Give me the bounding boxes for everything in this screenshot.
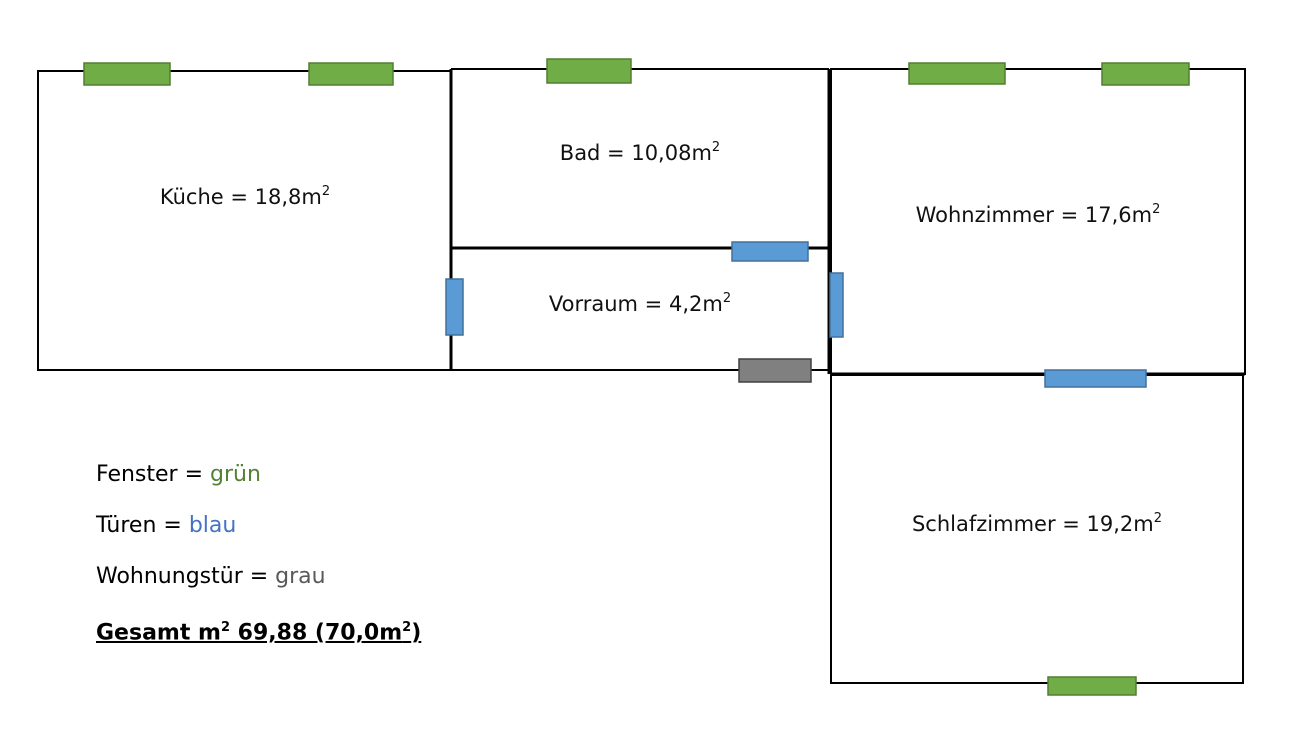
total-mid: 69,88 (70,0m — [230, 620, 403, 646]
room-label-schlafzimmer: Schlafzimmer = 19,2m2 — [912, 511, 1162, 536]
legend-total: Gesamt m2 69,88 (70,0m2) — [96, 615, 421, 646]
door-bad — [731, 241, 809, 262]
windows — [83, 58, 1190, 696]
window-wohnzimmer-1 — [908, 62, 1006, 85]
door-kueche — [445, 278, 464, 336]
window-wohnzimmer-2 — [1101, 62, 1190, 86]
schlafzimmer-walls — [830, 374, 1244, 684]
window-schlafzimmer — [1047, 676, 1137, 696]
window-kueche-2 — [308, 62, 394, 86]
total-prefix: Gesamt m — [96, 620, 221, 646]
window-bad — [546, 58, 632, 84]
doors — [445, 241, 1147, 388]
legend-wohnungstuer-value: grau — [275, 564, 326, 589]
room-label-kueche: Küche = 18,8m2 — [160, 184, 330, 209]
legend-fenster: Fenster = grün — [96, 462, 261, 488]
room-label-bad: Bad = 10,08m2 — [560, 140, 720, 165]
entry-door — [738, 358, 812, 383]
room-label-vorraum: Vorraum = 4,2m2 — [549, 291, 731, 316]
legend-tueren: Türen = blau — [96, 513, 236, 539]
door-schlafzimmer — [1044, 369, 1147, 388]
total-end: ) — [411, 620, 422, 646]
total-sup2: 2 — [402, 620, 412, 635]
legend-tueren-label: Türen = — [96, 513, 189, 538]
legend-wohnungstuer: Wohnungstür = grau — [96, 564, 326, 590]
legend-tueren-value: blau — [188, 513, 237, 538]
kueche-walls — [37, 70, 452, 371]
legend-fenster-label: Fenster = — [96, 462, 211, 487]
total-sup: 2 — [220, 620, 230, 635]
door-wohnzimmer — [829, 272, 844, 338]
room-label-wohnzimmer: Wohnzimmer = 17,6m2 — [916, 202, 1161, 227]
window-kueche-1 — [83, 62, 171, 86]
legend-fenster-value: grün — [210, 462, 261, 487]
legend-wohnungstuer-label: Wohnungstür = — [96, 564, 276, 589]
